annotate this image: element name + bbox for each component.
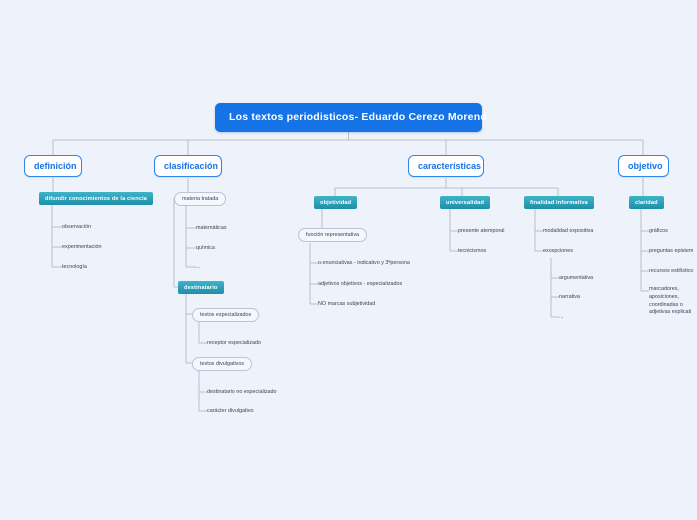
leaf-materia-etc[interactable]: ... bbox=[196, 264, 201, 270]
leaf-no-marcas-subjetividad[interactable]: NO marcas subjetividad bbox=[318, 301, 376, 307]
branch-node-caracteristicas[interactable]: características bbox=[408, 155, 484, 177]
branch-node-definicion[interactable]: definición bbox=[24, 155, 82, 177]
leaf-marcadores[interactable]: marcadores, aposiciones, coordinadas o a… bbox=[649, 286, 692, 316]
root-node[interactable]: Los textos periodisticos- Eduardo Cerezo… bbox=[215, 103, 487, 132]
node-objetividad[interactable]: objetividad bbox=[314, 196, 358, 209]
leaf-graficos[interactable]: gráficos bbox=[649, 228, 668, 234]
node-difundir-conocimientos[interactable]: difundir conocimientos de la ciencia bbox=[39, 192, 154, 205]
leaf-experimentacion[interactable]: experimentación bbox=[62, 244, 102, 250]
leaf-adjetivos-objetivos[interactable]: adjetivos objetivos - especializados bbox=[318, 281, 403, 287]
node-textos-divulgativos[interactable]: textos divulgativos bbox=[192, 357, 253, 371]
leaf-recursos-estilisticos[interactable]: recursos estilístico bbox=[649, 268, 694, 274]
leaf-argumentativa[interactable]: argumentativa bbox=[559, 275, 594, 281]
leaf-modalidad-expositiva[interactable]: modalidad expositiva bbox=[543, 228, 594, 234]
leaf-presente-atemporal[interactable]: presente atemporal bbox=[458, 228, 505, 234]
node-claridad[interactable]: claridad bbox=[629, 196, 664, 209]
leaf-matematicas[interactable]: matemáticas bbox=[196, 225, 227, 231]
leaf-o-enunciativas[interactable]: o.enunciativas - indicativo y 3ªpersona bbox=[318, 260, 410, 266]
leaf-observacion[interactable]: observación bbox=[62, 224, 92, 230]
node-universalidad[interactable]: universalidad bbox=[440, 196, 491, 209]
leaf-quimica[interactable]: química bbox=[196, 245, 215, 251]
node-funcion-representativa[interactable]: función representativa bbox=[298, 228, 368, 242]
leaf-preguntas-epistemicas[interactable]: preguntas epistem bbox=[649, 248, 694, 254]
leaf-tecnicismos[interactable]: tecnicismos bbox=[458, 248, 487, 254]
leaf-tecnologia[interactable]: tecnología bbox=[62, 264, 87, 270]
leaf-excepciones[interactable]: excepciones bbox=[543, 248, 573, 254]
branch-node-clasificacion[interactable]: clasificación bbox=[154, 155, 222, 177]
branch-node-objetivo[interactable]: objetivo bbox=[618, 155, 669, 177]
node-textos-especializados[interactable]: textos especializados bbox=[192, 308, 260, 322]
leaf-receptor-especializado[interactable]: receptor especializado bbox=[207, 340, 261, 346]
leaf-excepciones-etc[interactable]: ... bbox=[559, 314, 564, 320]
leaf-caracter-divulgativo[interactable]: carácter divulgativo bbox=[207, 408, 254, 414]
node-finalidad-informativa[interactable]: finalidad informativa bbox=[524, 196, 594, 209]
node-destinatario[interactable]: destinatario bbox=[178, 281, 224, 294]
leaf-destinatario-no-especializado[interactable]: destinatario no especializado bbox=[207, 389, 277, 395]
node-materia-tratada[interactable]: materia tratada bbox=[174, 192, 227, 206]
leaf-narrativa[interactable]: narrativa bbox=[559, 294, 580, 300]
